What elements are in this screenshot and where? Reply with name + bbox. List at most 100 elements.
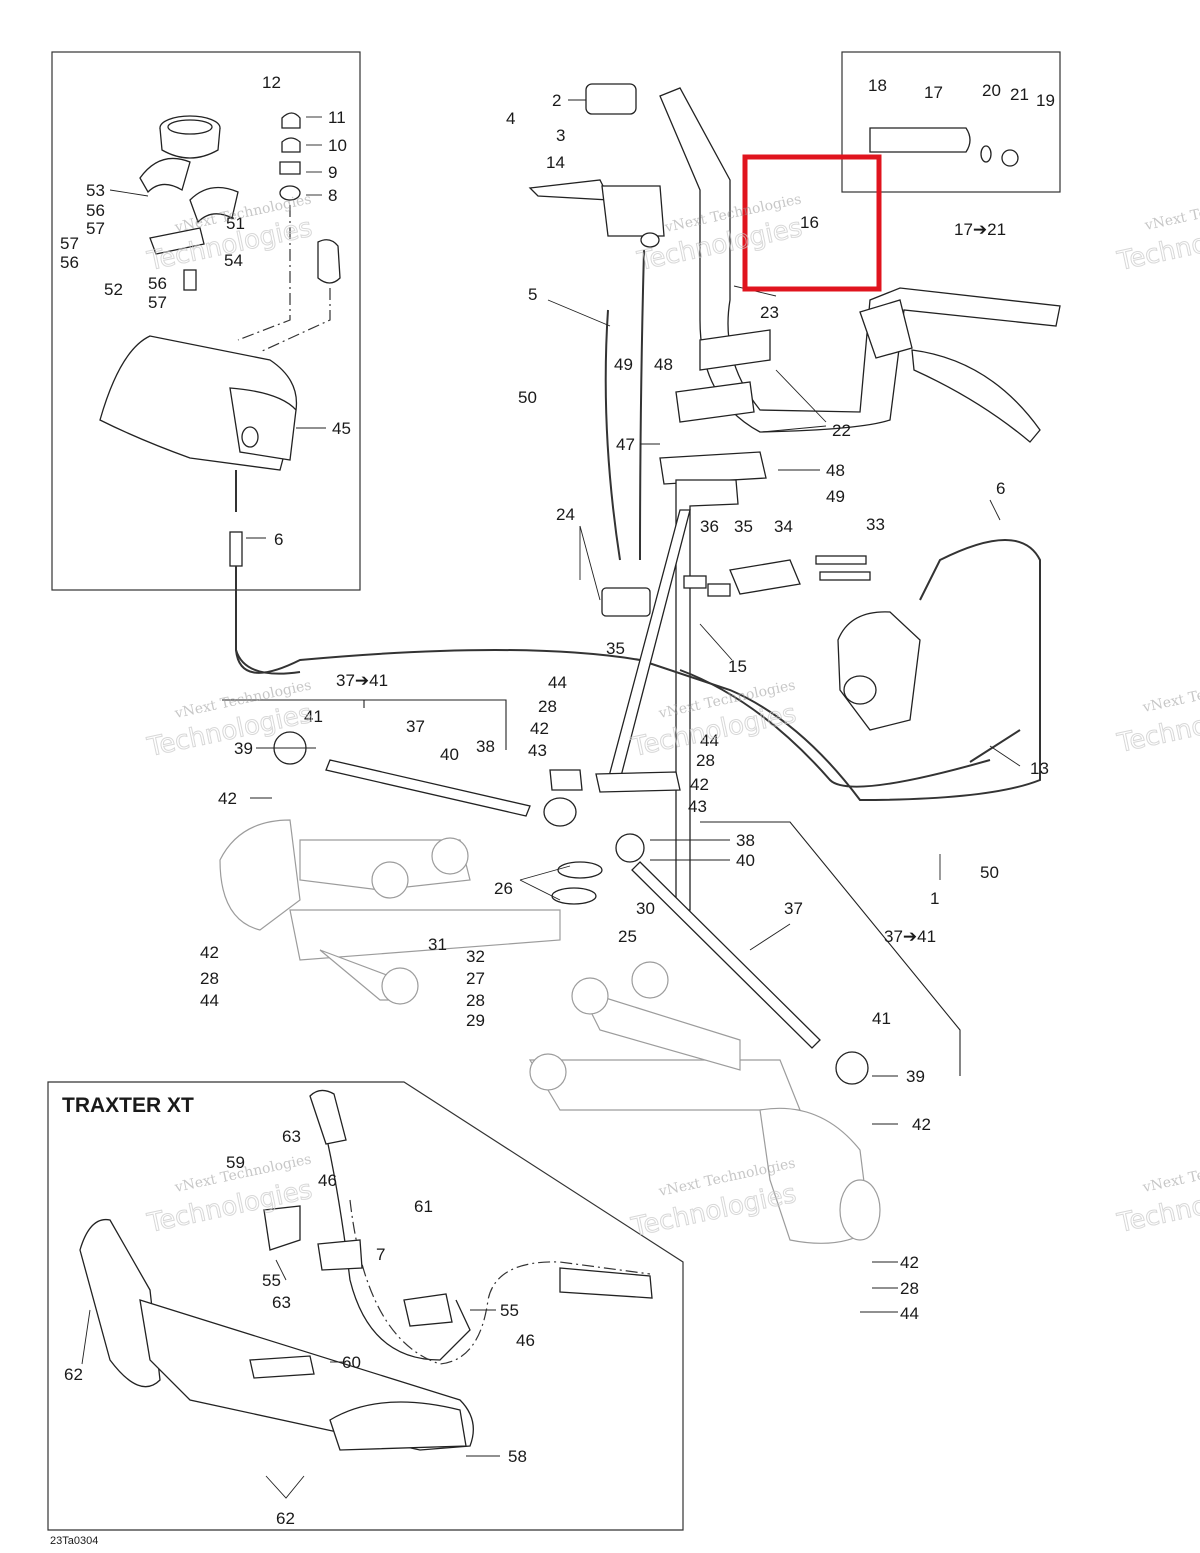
callout-23: 23 [760, 303, 779, 322]
callout-48: 48 [654, 355, 673, 374]
traxter-xt-inset-box [47, 1081, 684, 1531]
callout-35: 35 [606, 639, 625, 658]
callout-42: 42 [900, 1253, 919, 1272]
callout-12: 12 [262, 73, 281, 92]
callout-42: 42 [690, 775, 709, 794]
callout-40: 40 [736, 851, 755, 870]
callout-28: 28 [200, 969, 219, 988]
callout-11: 11 [328, 108, 346, 127]
callout-48: 48 [826, 461, 845, 480]
callout-13: 13 [1030, 759, 1049, 778]
callout-14: 14 [546, 153, 565, 172]
watermark-text: vNext Technologies [1141, 671, 1200, 716]
watermark-text: vNext Technologies [1141, 1151, 1200, 1196]
callout-60: 60 [342, 1353, 361, 1372]
callout-51: 51 [226, 214, 245, 233]
callout-28: 28 [900, 1279, 919, 1298]
callout-44: 44 [900, 1304, 919, 1323]
callout-50: 50 [980, 863, 999, 882]
callout-17: 17 [924, 83, 943, 102]
callout-63: 63 [272, 1293, 291, 1312]
callout-21: 21 [1010, 85, 1029, 104]
callout-59: 59 [226, 1153, 245, 1172]
callout-19: 19 [1036, 91, 1055, 110]
callout-39: 39 [234, 739, 253, 758]
callout-28: 28 [466, 991, 485, 1010]
callout-15: 15 [728, 657, 747, 676]
callout-53: 53 [86, 181, 105, 200]
callout-62: 62 [276, 1509, 295, 1528]
callout-28: 28 [538, 697, 557, 716]
callout-37-41: 37➔41 [884, 927, 936, 946]
callout-40: 40 [440, 745, 459, 764]
callout-37-41: 37➔41 [336, 671, 388, 690]
callout-63: 63 [282, 1127, 301, 1146]
callout-47: 47 [616, 435, 635, 454]
speedometer-inset-box [51, 51, 361, 591]
callout-37: 37 [784, 899, 803, 918]
callout-44: 44 [548, 673, 567, 692]
watermark-text: vNext Technologies [1143, 189, 1200, 234]
callout-43: 43 [688, 797, 707, 816]
callout-9: 9 [328, 163, 337, 182]
callout-17-21: 17➔21 [954, 220, 1006, 239]
highlight-box-part-16 [742, 154, 882, 292]
callout-6: 6 [274, 530, 283, 549]
callout-49: 49 [614, 355, 633, 374]
steering-linkage [222, 509, 961, 1085]
callout-31: 31 [428, 935, 447, 954]
callout-52: 52 [104, 280, 123, 299]
callout-50: 50 [518, 388, 537, 407]
callout-42: 42 [218, 789, 237, 808]
callout-10: 10 [328, 136, 347, 155]
callout-49: 49 [826, 487, 845, 506]
callout-35: 35 [734, 517, 753, 536]
callout-24: 24 [556, 505, 575, 524]
callout-61: 61 [414, 1197, 433, 1216]
callout-20: 20 [982, 81, 1001, 100]
callout-41: 41 [304, 707, 323, 726]
callout-28: 28 [696, 751, 715, 770]
callout-62: 62 [64, 1365, 83, 1384]
callout-30: 30 [636, 899, 655, 918]
callout-44: 44 [700, 731, 719, 750]
callout-8: 8 [328, 186, 337, 205]
callout-56: 56 [60, 253, 79, 272]
callout-43: 43 [528, 741, 547, 760]
callout-36: 36 [700, 517, 719, 536]
callout-5: 5 [528, 285, 537, 304]
callout-18: 18 [868, 76, 887, 95]
suspension-ghost [219, 819, 881, 1244]
speedometer-assembly [99, 112, 341, 675]
callout-26: 26 [494, 879, 513, 898]
callout-42: 42 [200, 943, 219, 962]
callout-2: 2 [552, 91, 561, 110]
callout-54: 54 [224, 251, 243, 270]
callout-39: 39 [906, 1067, 925, 1086]
callout-55: 55 [500, 1301, 519, 1320]
callout-37: 37 [406, 717, 425, 736]
callout-16: 16 [800, 213, 819, 232]
callout-57: 57 [86, 219, 105, 238]
callout-labels: 12 11 10 9 8 53 56 57 57 56 51 52 54 56 … [60, 73, 1055, 1528]
callout-34: 34 [774, 517, 793, 536]
diagram-code: 23Ta0304 [50, 1535, 98, 1547]
callout-58: 58 [508, 1447, 527, 1466]
callout-46: 46 [318, 1171, 337, 1190]
callout-57: 57 [148, 293, 167, 312]
leader-lines [81, 99, 1021, 1499]
callout-1: 1 [930, 889, 939, 908]
callout-27: 27 [466, 969, 485, 988]
callout-6: 6 [996, 479, 1005, 498]
callout-56: 56 [148, 274, 167, 293]
callout-25: 25 [618, 927, 637, 946]
callout-32: 32 [466, 947, 485, 966]
callout-38: 38 [736, 831, 755, 850]
callout-57: 57 [60, 234, 79, 253]
callout-3: 3 [556, 126, 565, 145]
callout-55: 55 [262, 1271, 281, 1290]
callout-7: 7 [376, 1245, 385, 1264]
callout-29: 29 [466, 1011, 485, 1030]
